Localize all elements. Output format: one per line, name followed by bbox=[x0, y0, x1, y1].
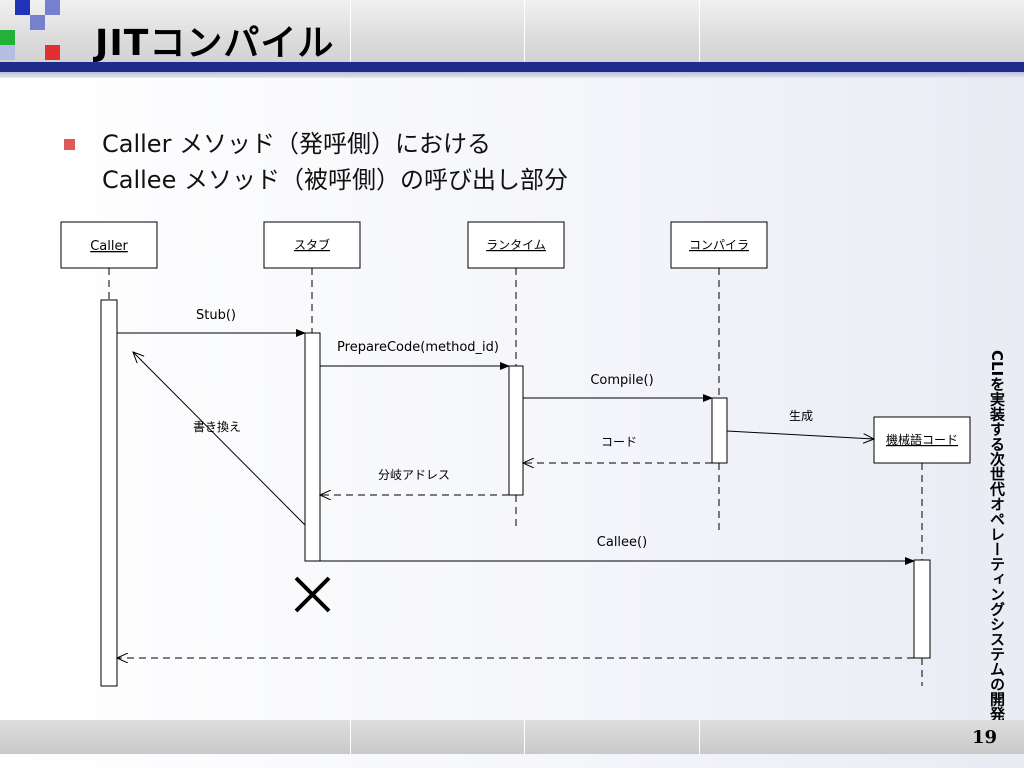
title-rule-shadow bbox=[0, 72, 1024, 78]
activation-machine-code bbox=[913, 559, 931, 659]
destroy-mark bbox=[294, 576, 331, 613]
logo-square bbox=[15, 0, 30, 15]
title-bar-panel bbox=[524, 0, 700, 70]
message-rewrite bbox=[133, 352, 306, 526]
lifeline-compiler: コンパイラ bbox=[670, 221, 768, 530]
title-bar-panel bbox=[350, 0, 525, 70]
activation-runtime bbox=[508, 365, 524, 496]
footer-panel bbox=[699, 720, 1024, 754]
message-generate bbox=[726, 430, 874, 439]
message-label-branch: 分岐アドレス bbox=[378, 468, 450, 482]
logo-square bbox=[30, 15, 45, 30]
logo-square bbox=[45, 45, 60, 60]
activation-caller bbox=[100, 299, 118, 687]
object-label-machine-code: 機械語コード bbox=[886, 432, 958, 447]
object-machine-code: 機械語コード bbox=[873, 416, 971, 686]
lifeline-stub: スタブ bbox=[263, 221, 361, 333]
message-label-prepare-code: PrepareCode(method_id) bbox=[337, 340, 499, 355]
page-number: 19 bbox=[972, 727, 998, 748]
message-label-callee: Callee() bbox=[597, 535, 647, 550]
footer-panel bbox=[524, 720, 700, 754]
bullet-text-line2: Callee メソッド（被呼側）の呼び出し部分 bbox=[102, 166, 568, 194]
activation-stub bbox=[304, 332, 321, 562]
message-label-compile: Compile() bbox=[590, 373, 653, 388]
logo-square bbox=[0, 30, 15, 45]
footer-panel bbox=[350, 720, 525, 754]
logo-square bbox=[0, 45, 15, 60]
message-label-rewrite: 書き換え bbox=[193, 420, 241, 434]
bullet-text-line1: Caller メソッド（発呼側）における bbox=[102, 130, 492, 158]
logo-square bbox=[45, 0, 60, 15]
message-label-generate: 生成 bbox=[789, 409, 813, 423]
lifeline-caller: Caller bbox=[60, 221, 158, 300]
title-bar-panel bbox=[699, 0, 1024, 70]
lifeline-label-stub: スタブ bbox=[294, 237, 330, 252]
title-bar bbox=[0, 0, 1024, 70]
side-caption: CLIを実装する次世代オペレーティングシステムの開発 bbox=[988, 350, 1006, 722]
message-label-stub-call: Stub() bbox=[196, 308, 236, 323]
lifeline-label-caller: Caller bbox=[90, 239, 128, 254]
title-rule bbox=[0, 62, 1024, 72]
activation-compiler bbox=[711, 397, 728, 464]
footer-bar bbox=[0, 720, 1024, 754]
bullet-marker bbox=[64, 139, 75, 150]
lifeline-runtime: ランタイム bbox=[467, 221, 565, 530]
slide-title: JITコンパイル bbox=[95, 23, 335, 64]
lifeline-label-compiler: コンパイラ bbox=[689, 238, 749, 252]
lifeline-label-runtime: ランタイム bbox=[486, 238, 546, 252]
message-label-code: コード bbox=[601, 435, 637, 449]
